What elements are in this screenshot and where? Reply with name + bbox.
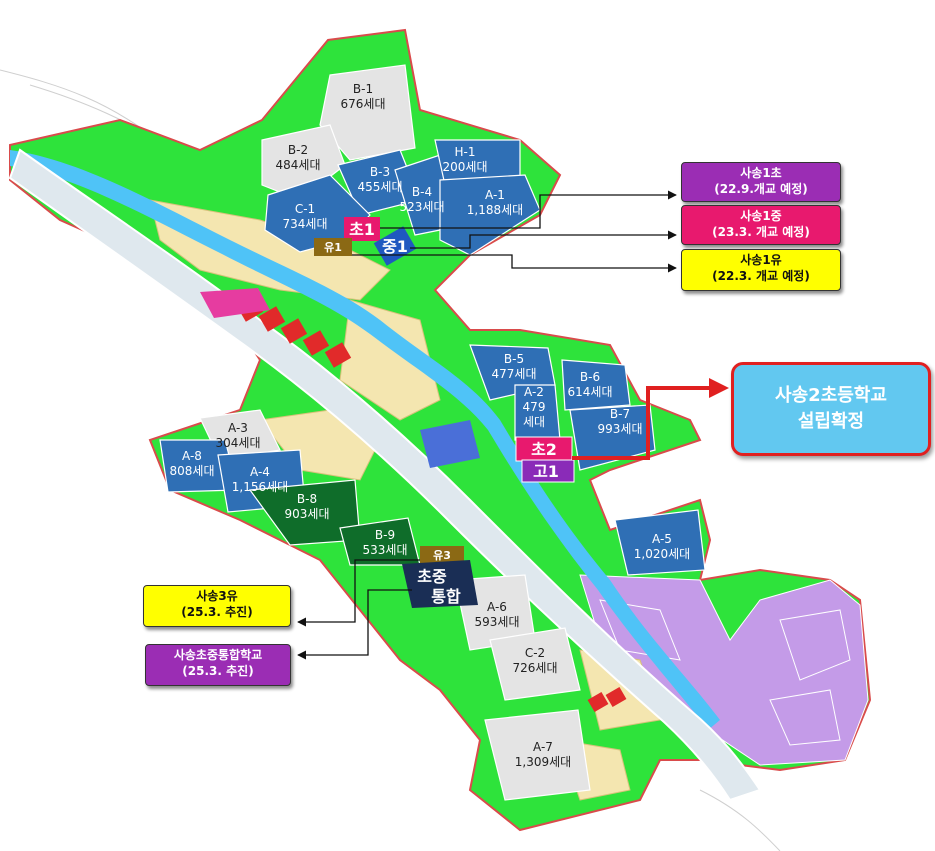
block-label-a-5-id: A-5 xyxy=(652,532,672,546)
block-label-b-6-id: B-6 xyxy=(580,370,600,384)
leader-sasong1cho xyxy=(380,190,677,229)
block-label-a-6-units: 593세대 xyxy=(475,615,520,629)
mark-chojung-line2: 통합 xyxy=(431,587,461,606)
block-label-a-7-units: 1,309세대 xyxy=(515,755,571,769)
callout-sasong1jung: 사송1중 (23.3. 개교 예정) xyxy=(681,205,841,245)
block-c2 xyxy=(489,627,581,701)
callout-sasong3yu-line2: (25.3. 추진) xyxy=(181,605,253,619)
mark-go1: 고1 xyxy=(533,462,559,481)
block-label-b-1-units: 676세대 xyxy=(341,97,386,111)
mark-yu3: 유3 xyxy=(433,549,451,562)
block-a5 xyxy=(614,509,706,576)
callout-sasong3yu-line1: 사송3유 xyxy=(196,589,238,603)
callout-sasong1yu-line2: (22.3. 개교 예정) xyxy=(712,269,810,283)
mark-chojung-line1: 초중 xyxy=(417,567,447,586)
block-label-b-5-id: B-5 xyxy=(504,352,524,366)
block-label-b-4-id: B-4 xyxy=(412,185,432,199)
block-label-b-2-id: B-2 xyxy=(288,143,308,157)
callout-sasong1cho-line2: (22.9.개교 예정) xyxy=(714,182,808,196)
block-label-b-9-id: B-9 xyxy=(375,528,395,542)
callout-sasong-integrated: 사송초중통합학교 (25.3. 추진) xyxy=(145,644,291,686)
block-label-c-1-units: 734세대 xyxy=(283,217,328,231)
leader-integrated xyxy=(297,589,412,660)
callout-sasong2cho-line1: 사송2초등학교 xyxy=(775,385,887,406)
block-label-a-4-id: A-4 xyxy=(250,465,270,479)
block-label-a-2-units: 479 xyxy=(523,400,546,414)
block-label-a-8-id: A-8 xyxy=(182,449,202,463)
mark-go1-box xyxy=(521,459,575,483)
block-label-a-7-id: A-7 xyxy=(533,740,553,754)
main-highway xyxy=(8,148,762,802)
block-b6 xyxy=(561,359,631,411)
block-a1 xyxy=(439,174,541,256)
block-b7 xyxy=(569,404,656,471)
block-label-a-3-units: 304세대 xyxy=(216,436,261,450)
callout-sasong1jung-line2: (23.3. 개교 예정) xyxy=(712,225,810,239)
callout-sasong3yu: 사송3유 (25.3. 추진) xyxy=(143,585,291,627)
callout-sasong1yu-line1: 사송1유 xyxy=(740,253,782,267)
leader-lines xyxy=(297,190,677,660)
block-label-c-2-units: 726세대 xyxy=(513,661,558,675)
block-label-a-3-id: A-3 xyxy=(228,421,248,435)
block-label-h-1-id: H-1 xyxy=(455,145,476,159)
leader-sasong1jung xyxy=(410,230,677,249)
school-markers: 초1 중1 유1 초2 고1 유3 초중 통합 xyxy=(314,217,575,608)
mark-cho1: 초1 xyxy=(349,220,375,239)
callout-sasong2cho-line2: 설립확정 xyxy=(797,411,865,432)
mark-cho2: 초2 xyxy=(531,440,557,459)
leader-sasong3yu xyxy=(297,559,420,627)
block-label-b-3-units: 455세대 xyxy=(358,180,403,194)
mark-yu3-box xyxy=(420,546,464,564)
block-label-b-8-units: 903세대 xyxy=(285,507,330,521)
block-label-a-5-units: 1,020세대 xyxy=(634,547,690,561)
block-label-c-1-id: C-1 xyxy=(295,202,315,216)
block-label-b-7-units: 993세대 xyxy=(598,422,643,436)
mark-yu1-box xyxy=(314,238,352,256)
callout-sasong1jung-line1: 사송1중 xyxy=(740,209,782,223)
callout-sasong2cho: 사송2초등학교 설립확정 xyxy=(731,362,931,456)
block-label-b-5-units: 477세대 xyxy=(492,367,537,381)
block-label-a-1-id: A-1 xyxy=(485,188,505,202)
lavender-lots xyxy=(599,599,851,746)
pink-public-lot xyxy=(200,288,270,318)
block-label-b-7-id: B-7 xyxy=(610,407,630,421)
block-label-a-2-extra: 세대 xyxy=(523,415,545,429)
mark-chojung-box xyxy=(402,560,478,608)
callout-sasong-integrated-line1: 사송초중통합학교 xyxy=(173,648,263,662)
block-label-c-2-id: C-2 xyxy=(525,646,545,660)
block-label-a-8-units: 808세대 xyxy=(170,464,215,478)
callout-sasong1yu: 사송1유 (22.3. 개교 예정) xyxy=(681,249,841,291)
callout-sasong1cho-line1: 사송1초 xyxy=(740,166,782,180)
block-label-b-4-units: 523세대 xyxy=(400,200,445,214)
block-label-b-8-id: B-8 xyxy=(297,492,317,506)
block-label-a-2-id: A-2 xyxy=(524,385,544,399)
blue-lot xyxy=(420,420,480,468)
mark-yu1: 유1 xyxy=(324,241,342,254)
block-label-b-9-units: 533세대 xyxy=(363,543,408,557)
callout-sasong1cho: 사송1초 (22.9.개교 예정) xyxy=(681,162,841,202)
block-label-h-1-units: 200세대 xyxy=(443,160,488,174)
block-label-b-3-id: B-3 xyxy=(370,165,390,179)
leader-sasong2cho xyxy=(572,378,729,460)
block-label-b-1-id: B-1 xyxy=(353,82,373,96)
block-a7 xyxy=(484,709,591,801)
block-label-b-6-units: 614세대 xyxy=(568,385,613,399)
mark-jung1-box xyxy=(373,226,417,266)
block-label-b-2-units: 484세대 xyxy=(276,158,321,172)
mark-jung1: 중1 xyxy=(382,237,408,256)
block-label-a-4-units: 1,156세대 xyxy=(232,480,288,494)
leader-sasong1yu xyxy=(352,254,677,273)
block-label-a-6-id: A-6 xyxy=(487,600,507,614)
callout-sasong-integrated-line2: (25.3. 추진) xyxy=(182,664,254,678)
block-label-a-1-units: 1,188세대 xyxy=(467,203,523,217)
mark-cho1-box xyxy=(344,217,380,241)
